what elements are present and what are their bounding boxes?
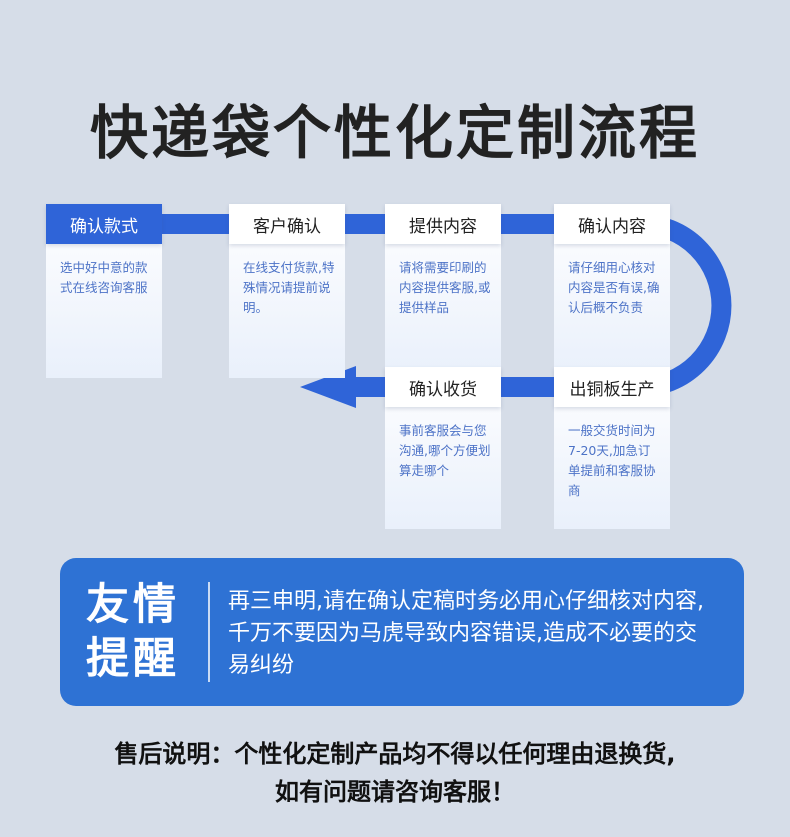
step-desc: 一般交货时间为7-20天,加急订单提前和客服协商 (568, 423, 656, 498)
after-sale-note-line1: 售后说明：个性化定制产品均不得以任何理由退换货, (114, 740, 676, 768)
step-label: 客户确认 (229, 204, 345, 244)
step-card-4: 确认内容 请仔细用心核对内容是否有误,确认后概不负责 (554, 204, 670, 378)
step-label: 确认内容 (554, 204, 670, 244)
reminder-label-line2: 提醒 (86, 634, 180, 684)
reminder-label: 友情 提醒 (86, 578, 196, 686)
step-label: 提供内容 (385, 204, 501, 244)
step-label: 出铜板生产 (554, 367, 670, 407)
step-label: 确认收货 (385, 367, 501, 407)
step-desc: 请仔细用心核对内容是否有误,确认后概不负责 (568, 260, 660, 315)
step-label: 确认款式 (46, 204, 162, 244)
loop-curve (600, 214, 732, 397)
step-desc: 在线支付货款,特殊情况请提前说明。 (243, 260, 335, 315)
step-card-6: 确认收货 事前客服会与您沟通,哪个方便划算走哪个 (385, 367, 501, 529)
step-card-1: 确认款式 选中好中意的款式在线咨询客服 (46, 204, 162, 378)
step-desc: 事前客服会与您沟通,哪个方便划算走哪个 (399, 423, 491, 478)
after-sale-note-line2: 如有问题请咨询客服！ (275, 778, 515, 806)
step-desc: 选中好中意的款式在线咨询客服 (60, 260, 148, 295)
step-card-3: 提供内容 请将需要印刷的内容提供客服,或提供样品 (385, 204, 501, 378)
page-title: 快递袋个性化定制流程 (89, 99, 700, 167)
step-desc: 请将需要印刷的内容提供客服,或提供样品 (399, 260, 491, 315)
step-card-5: 出铜板生产 一般交货时间为7-20天,加急订单提前和客服协商 (554, 367, 670, 529)
friendly-reminder-box: 友情 提醒 再三申明,请在确认定稿时务必用心仔细核对内容,千万不要因为马虎导致内… (60, 558, 744, 706)
reminder-divider (208, 582, 210, 682)
step-card-2: 客户确认 在线支付货款,特殊情况请提前说明。 (229, 204, 345, 378)
reminder-label-line1: 友情 (86, 580, 180, 630)
top-connector-line (150, 214, 580, 234)
reminder-text: 再三申明,请在确认定稿时务必用心仔细核对内容,千万不要因为马虎导致内容错误,造成… (228, 589, 704, 678)
